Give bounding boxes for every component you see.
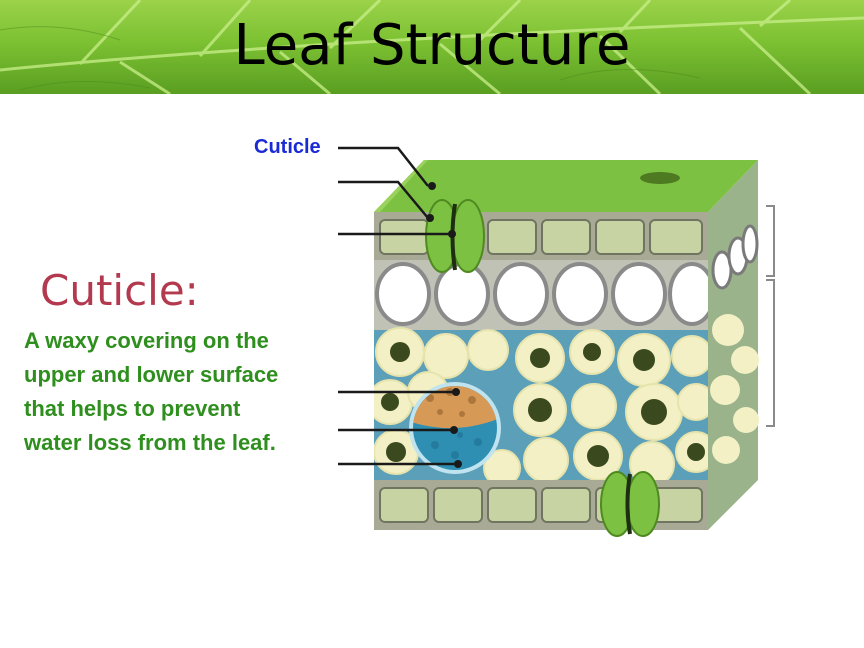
- palisade-cells: [375, 262, 708, 326]
- side-spongy-cells: [710, 314, 759, 464]
- leaf-vein-texture: [0, 0, 864, 94]
- stoma-pore-top: [640, 172, 680, 184]
- slide-title: Leaf Structure: [233, 13, 631, 78]
- leaf-cross-section-diagram: [338, 146, 775, 537]
- leaf-banner: [0, 0, 864, 94]
- term-heading: Cuticle:: [40, 266, 199, 315]
- label-leader-lines: [338, 146, 456, 466]
- leader-dots: [426, 182, 462, 468]
- guard-cells-lower: [600, 471, 660, 537]
- cuticle-label: Cuticle: [254, 136, 321, 158]
- side-palisade-cells: [711, 224, 759, 290]
- spongy-cell-nuclei: [381, 342, 705, 467]
- term-description: A waxy covering on the upper and lower s…: [24, 328, 279, 455]
- layer-brackets: [766, 205, 775, 427]
